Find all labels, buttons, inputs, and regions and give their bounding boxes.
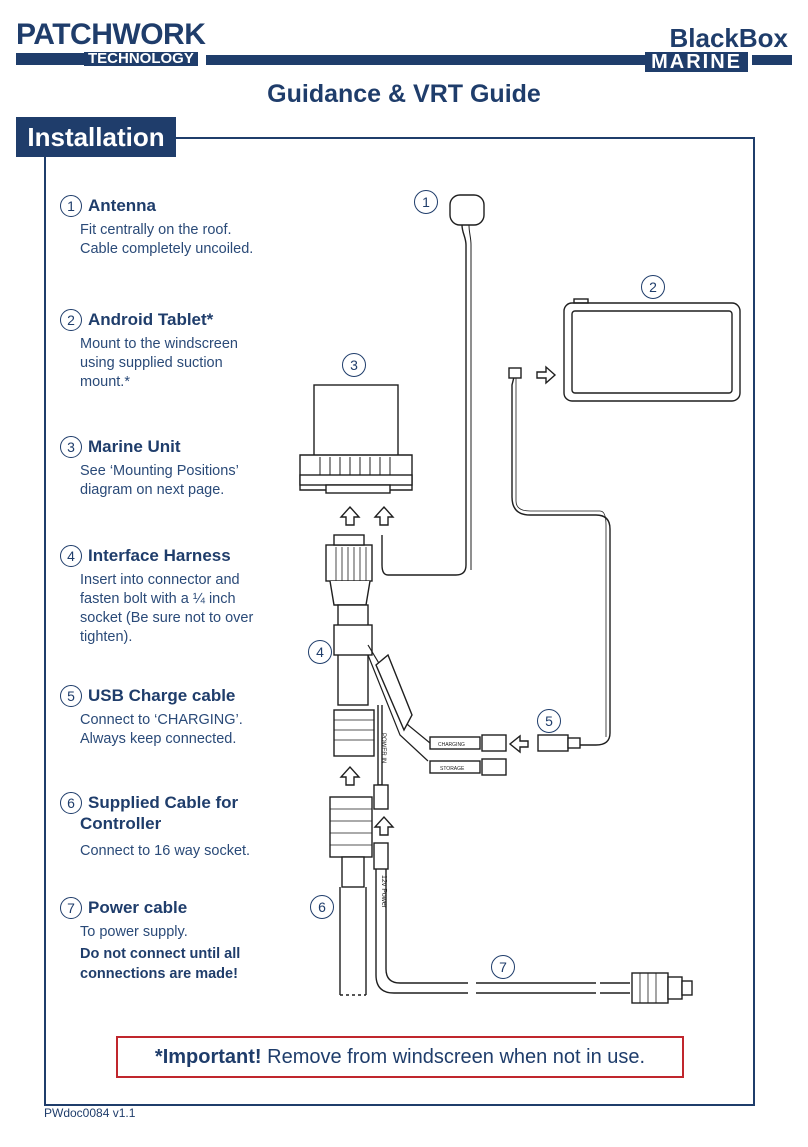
usb-charging xyxy=(481,734,507,752)
patchwork-logo-sub: TECHNOLOGY xyxy=(84,51,198,66)
label-power-in: POWER IN xyxy=(380,733,386,763)
section-title: Installation xyxy=(16,117,176,157)
step-warning: Do not connect until all xyxy=(80,946,241,962)
step-text: Fit centrally on the roof. xyxy=(80,222,232,238)
logo-bar-left xyxy=(16,53,84,65)
installation-diagram: CHARGING STORAGE POWER IN 12v Power 1 2 … xyxy=(290,185,750,1015)
step-title: Antenna xyxy=(88,196,156,215)
step-text: mount.* xyxy=(80,374,130,390)
step-title: Power cable xyxy=(88,898,188,917)
step-number: 3 xyxy=(60,436,82,458)
harness-connector xyxy=(325,544,373,582)
power-cable xyxy=(375,869,468,994)
tablet xyxy=(563,302,741,402)
patchwork-logo: PATCHWORK xyxy=(16,18,206,51)
step-antenna: 1 Antenna Fit centrally on the roof. Cabl… xyxy=(60,195,290,259)
step-text: tighten). xyxy=(80,629,133,645)
callout-1: 1 xyxy=(414,190,438,214)
step-number: 6 xyxy=(60,792,82,814)
arrow-up xyxy=(373,815,395,836)
marine-unit xyxy=(313,384,399,466)
step-text: socket (Be sure not to over xyxy=(80,610,254,626)
step-controller-cable: 6 Supplied Cable for Controller Connect t… xyxy=(60,792,290,861)
step-text: See ‘Mounting Positions’ xyxy=(80,463,239,479)
page-title: Guidance & VRT Guide xyxy=(267,80,541,108)
step-number: 4 xyxy=(60,545,82,567)
label-charging: CHARGING xyxy=(438,742,465,748)
important-notice: *Important! Remove from windscreen when … xyxy=(116,1036,684,1078)
16-way-socket xyxy=(333,709,375,757)
step-text: Insert into connector and xyxy=(80,572,240,588)
label-12v-power: 12v Power xyxy=(380,875,387,909)
step-number: 7 xyxy=(60,897,82,919)
controller-connector xyxy=(329,796,373,858)
controller-cable xyxy=(339,887,367,995)
power-connector xyxy=(631,972,669,1004)
usb-cable xyxy=(511,376,611,746)
antenna-cable xyxy=(381,224,467,576)
step-power-cable: 7 Power cable To power supply. Do not con… xyxy=(60,897,290,984)
header-rule xyxy=(206,55,646,65)
step-title: Marine Unit xyxy=(88,437,181,456)
step-usb-charge-cable: 5 USB Charge cable Connect to ‘CHARGING’.… xyxy=(60,685,290,749)
step-title-cont: Controller xyxy=(80,814,162,833)
step-title: Supplied Cable for xyxy=(88,793,239,812)
step-title: Interface Harness xyxy=(88,546,231,565)
arrow-up xyxy=(339,765,361,786)
step-text: Connect to ‘CHARGING’. xyxy=(80,712,243,728)
step-interface-harness: 4 Interface Harness Insert into connector… xyxy=(60,545,290,647)
important-label: *Important! xyxy=(154,1046,262,1068)
callout-2: 2 xyxy=(641,275,665,299)
step-number: 5 xyxy=(60,685,82,707)
arrow-left xyxy=(508,734,529,754)
step-title: USB Charge cable xyxy=(88,686,236,705)
step-text: Mount to the windscreen xyxy=(80,336,238,352)
step-text: fasten bolt with a ¼ inch xyxy=(80,591,236,607)
callout-6: 6 xyxy=(310,895,334,919)
diagram-svg: CHARGING STORAGE POWER IN 12v Power xyxy=(299,194,741,1004)
step-android-tablet: 2 Android Tablet* Mount to the windscreen… xyxy=(60,309,290,392)
step-warning: connections are made! xyxy=(80,966,238,982)
callout-3: 3 xyxy=(342,353,366,377)
arrow-up xyxy=(373,505,395,526)
callout-4: 4 xyxy=(308,640,332,664)
step-text: Cable completely uncoiled. xyxy=(80,241,254,257)
step-marine-unit: 3 Marine Unit See ‘Mounting Positions’ di… xyxy=(60,436,290,500)
step-title: Android Tablet* xyxy=(88,310,214,329)
arrow-right xyxy=(536,365,557,385)
label-storage: STORAGE xyxy=(440,766,465,772)
callout-5: 5 xyxy=(537,709,561,733)
marine-logo-sub: MARINE xyxy=(645,52,748,72)
arrow-up xyxy=(339,505,361,526)
step-text: Always keep connected. xyxy=(80,731,237,747)
blackbox-logo: BlackBox xyxy=(669,23,789,53)
step-text: Connect to 16 way socket. xyxy=(80,843,251,859)
step-text: To power supply. xyxy=(80,924,188,940)
important-text: Remove from windscreen when not in use. xyxy=(261,1046,646,1068)
installation-frame xyxy=(44,137,755,1106)
usb-plug xyxy=(537,734,569,752)
document-id: PWdoc0084 v1.1 xyxy=(44,1106,136,1120)
step-text: diagram on next page. xyxy=(80,482,225,498)
logo-bar-right xyxy=(752,55,792,65)
antenna xyxy=(449,194,485,226)
step-text: using supplied suction xyxy=(80,355,223,371)
callout-7: 7 xyxy=(491,955,515,979)
usb-storage xyxy=(481,758,507,776)
step-number: 1 xyxy=(60,195,82,217)
step-number: 2 xyxy=(60,309,82,331)
